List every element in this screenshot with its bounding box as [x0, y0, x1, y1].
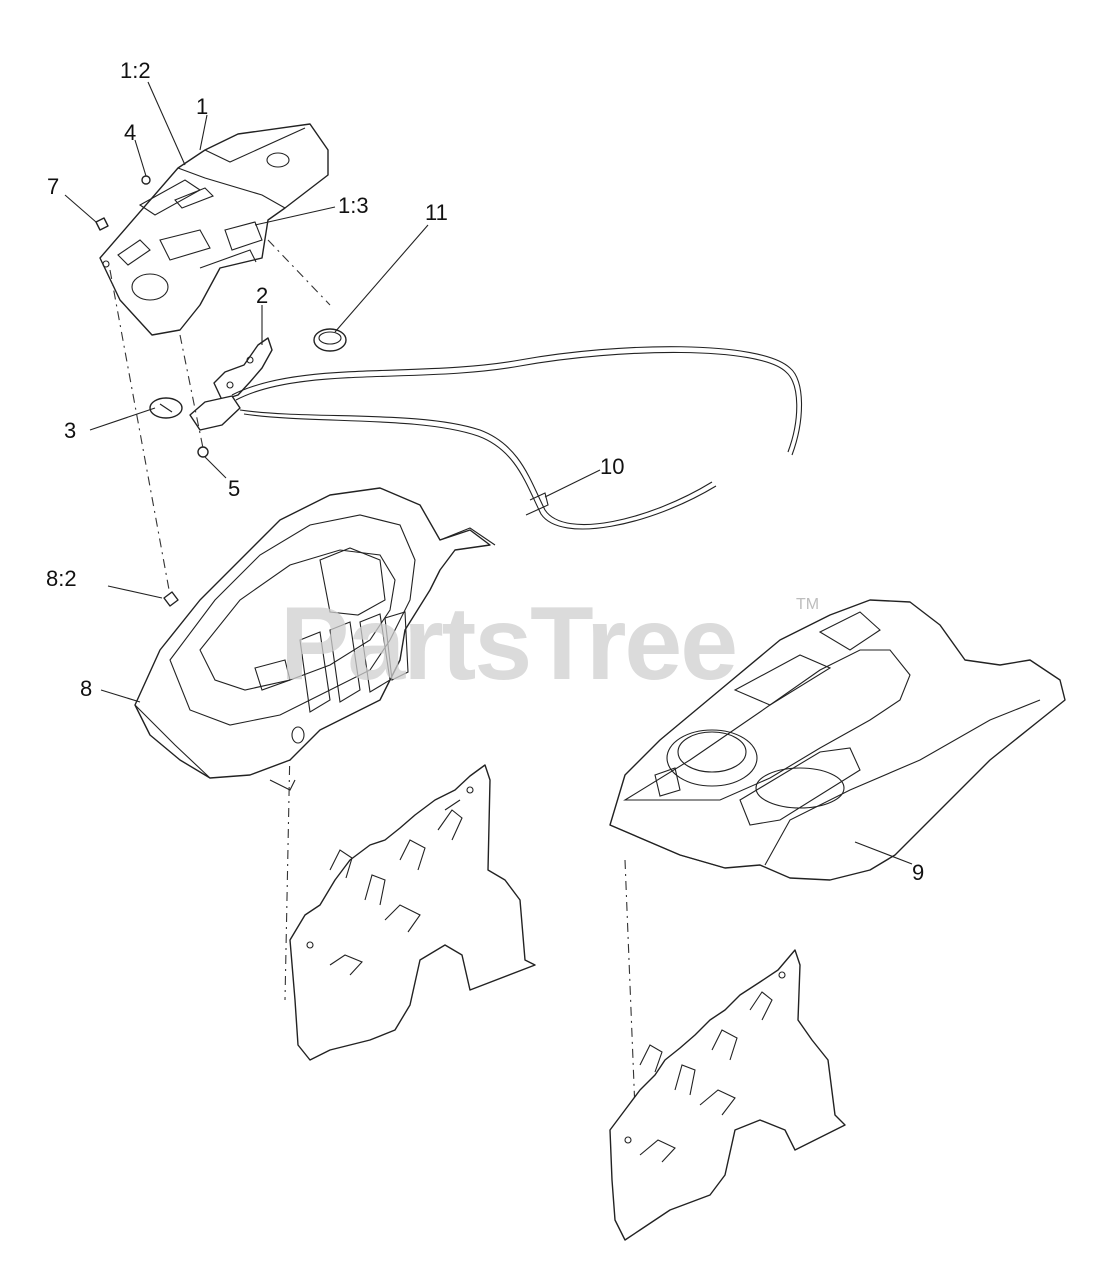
callout-8: 8 — [80, 676, 93, 701]
callout-4: 4 — [124, 120, 137, 145]
control-cables-part — [231, 346, 803, 530]
assembly-lines — [109, 239, 636, 1111]
callout-5: 5 — [228, 476, 241, 501]
callout-10: 10 — [600, 454, 625, 479]
callout-1: 1 — [196, 94, 209, 119]
callout-2: 2 — [256, 283, 269, 308]
trademark-mark: TM — [796, 596, 820, 613]
console-housing-part — [134, 487, 496, 791]
callout-leaders — [64, 81, 913, 865]
callout-9: 9 — [912, 860, 925, 885]
control-panel-part — [99, 123, 329, 336]
callout-1-2: 1:2 — [120, 58, 151, 83]
lower-panel-left-part — [289, 764, 536, 1061]
callout-3: 3 — [64, 418, 77, 443]
lower-panel-right-part — [609, 949, 846, 1241]
callout-11: 11 — [425, 200, 448, 225]
callout-1-3: 1:3 — [338, 193, 369, 218]
callout-8-2: 8:2 — [46, 566, 77, 591]
throttle-linkage-part — [149, 337, 273, 458]
console-cover-part — [609, 599, 1066, 881]
callout-7: 7 — [47, 174, 60, 199]
partstree-watermark: PartsTree — [280, 586, 738, 702]
small-fastener-parts — [95, 175, 347, 352]
